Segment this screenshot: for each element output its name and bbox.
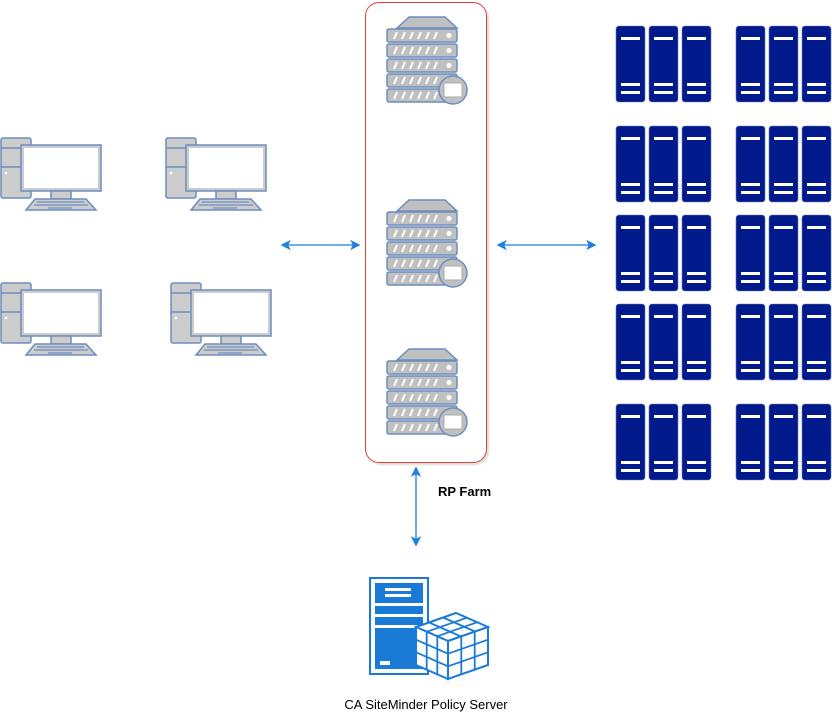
server-rack-icon — [735, 403, 832, 481]
backend-server-group[interactable] — [615, 403, 716, 482]
rp-server[interactable] — [385, 15, 470, 110]
workstation-icon — [0, 137, 102, 211]
client-workstation[interactable] — [170, 282, 275, 357]
rp-farm-label: RP Farm — [438, 484, 492, 499]
server-rack-icon — [615, 403, 712, 481]
backend-server-group[interactable] — [615, 125, 716, 204]
workstation-icon — [165, 137, 267, 211]
backend-server-group[interactable] — [615, 25, 716, 104]
backend-server-group[interactable] — [615, 303, 716, 382]
server-rack-icon — [615, 25, 712, 103]
backend-server-group[interactable] — [735, 125, 832, 204]
rp-server[interactable] — [385, 198, 470, 293]
client-workstation[interactable] — [0, 137, 105, 212]
rp-server-icon — [386, 199, 468, 288]
backend-server-group[interactable] — [735, 303, 832, 382]
policy-server[interactable] — [368, 576, 498, 681]
server-rack-icon — [615, 125, 712, 203]
rp-server[interactable] — [385, 347, 470, 442]
policy-server-icon — [369, 577, 491, 681]
server-rack-icon — [735, 25, 832, 103]
backend-server-group[interactable] — [735, 214, 832, 293]
backend-server-group[interactable] — [735, 25, 832, 104]
server-rack-icon — [615, 303, 712, 381]
server-rack-icon — [735, 125, 832, 203]
rp-farm-group[interactable] — [365, 2, 487, 463]
rp-server-icon — [386, 348, 468, 437]
server-rack-icon — [735, 214, 832, 292]
workstation-icon — [170, 282, 272, 356]
client-workstation[interactable] — [0, 282, 105, 357]
rp-server-icon — [386, 16, 468, 105]
client-workstation[interactable] — [165, 137, 270, 212]
workstation-icon — [0, 282, 102, 356]
server-rack-icon — [615, 214, 712, 292]
policy-server-label: CA SiteMinder Policy Server — [344, 697, 508, 712]
backend-server-group[interactable] — [615, 214, 716, 293]
server-rack-icon — [735, 303, 832, 381]
backend-server-group[interactable] — [735, 403, 832, 482]
